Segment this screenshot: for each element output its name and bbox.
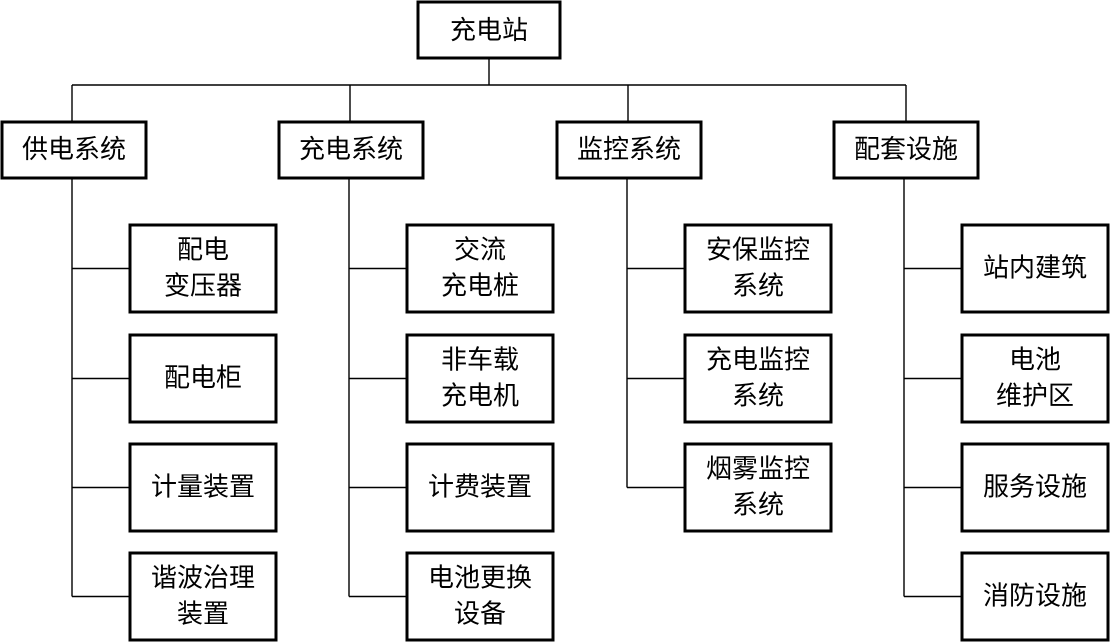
root-node: 充电站 [416,0,562,60]
child-label-line: 计费装置 [428,473,532,503]
child-node: 配电柜 [128,333,278,424]
child-label-line: 配电柜 [164,364,242,394]
branch-label: 充电系统 [299,135,403,165]
child-label-line: 充电监控 [706,346,810,376]
branch-label: 配套设施 [854,135,958,165]
child-label-line: 电池 [1009,346,1061,376]
child-label-line: 电池更换 [428,564,532,594]
child-label-line: 变压器 [164,272,242,302]
child-node: 站内建筑 [960,223,1110,314]
branch-label: 监控系统 [577,135,681,165]
child-node: 服务设施 [960,442,1110,533]
branch-label: 供电系统 [22,135,126,165]
branch-node-2: 充电系统 [277,120,425,180]
branch-node-3: 监控系统 [555,120,703,180]
child-label-line: 系统 [732,382,784,412]
child-node: 计量装置 [128,442,278,533]
child-node: 消防设施 [960,551,1110,642]
child-label-line: 站内建筑 [983,254,1087,284]
child-label-line: 安保监控 [706,236,810,266]
child-label-line: 消防设施 [983,582,1087,612]
child-label-line: 系统 [732,272,784,302]
branch-node-4: 配套设施 [832,120,980,180]
child-label-line: 非车载 [441,346,519,376]
child-label-line: 装置 [177,600,229,630]
child-label-line: 交流 [454,236,506,266]
child-label-line: 烟雾监控 [706,455,810,485]
root-label: 充电站 [450,16,528,46]
child-label-line: 充电机 [441,382,519,412]
child-label-line: 服务设施 [983,473,1087,503]
child-label-line: 设备 [454,600,506,630]
branch-node-1: 供电系统 [0,120,148,180]
child-node: 计费装置 [405,442,555,533]
child-label-line: 充电桩 [441,272,519,302]
child-label-line: 谐波治理 [151,564,255,594]
child-label-line: 维护区 [996,382,1074,412]
child-label-line: 计量装置 [151,473,255,503]
child-label-line: 系统 [732,491,784,521]
child-label-line: 配电 [177,236,229,266]
